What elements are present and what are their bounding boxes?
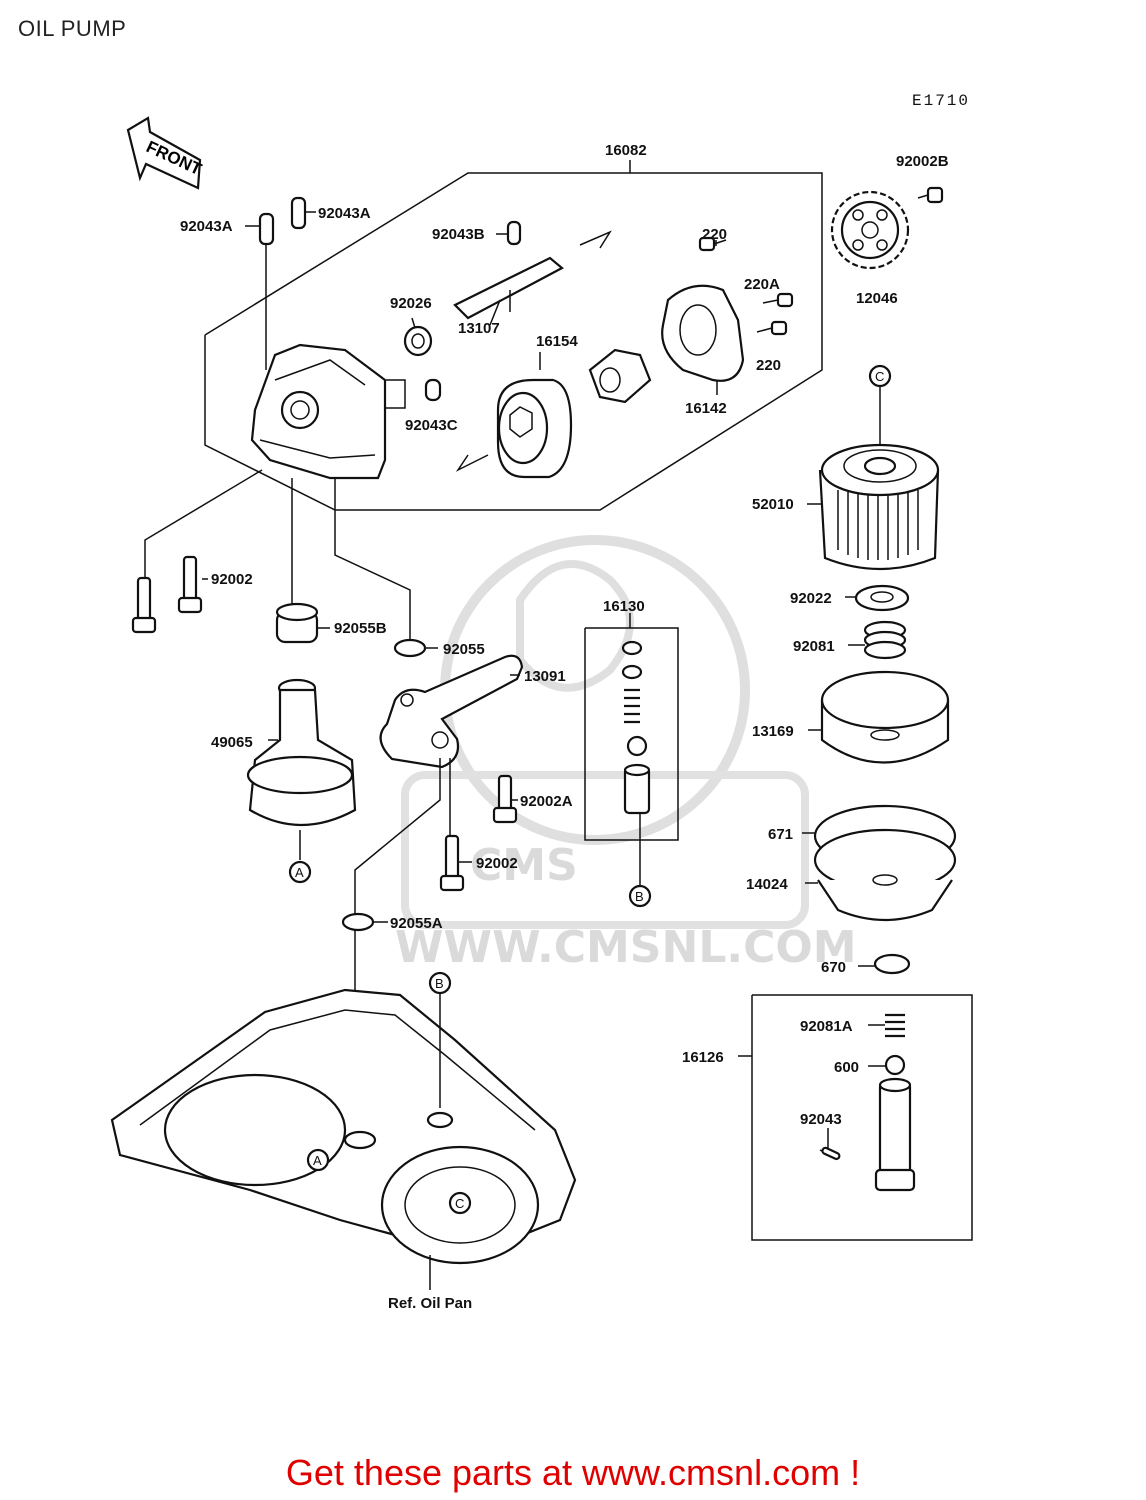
oil-pan xyxy=(110,988,577,1290)
label-92043C: 92043C xyxy=(405,417,458,434)
label-52010: 52010 xyxy=(752,496,794,513)
label-16154: 16154 xyxy=(536,333,578,350)
label-92055A: 92055A xyxy=(390,915,443,932)
bolt-92002A xyxy=(492,774,518,824)
label-13091: 13091 xyxy=(524,668,566,685)
arrow-up-right xyxy=(579,230,612,249)
bolt-92002-right xyxy=(177,555,203,614)
bolt-220-top xyxy=(698,236,727,252)
bracket-92043C xyxy=(386,379,406,409)
relief-valve-16130 xyxy=(584,613,679,885)
rotor-16154 xyxy=(496,348,652,479)
label-13107: 13107 xyxy=(458,320,500,337)
ref-circle-B-pan xyxy=(428,971,452,995)
cover-14024 xyxy=(813,828,957,922)
label-16130: 16130 xyxy=(603,598,645,615)
ref-circle-A-strainer xyxy=(288,860,312,884)
oring-670 xyxy=(873,953,911,975)
sprocket-12046 xyxy=(830,190,910,270)
washer-92026 xyxy=(403,325,433,357)
strainer-49065 xyxy=(246,678,357,860)
label-600: 600 xyxy=(834,1059,859,1076)
diagram-code: E1710 xyxy=(912,92,971,110)
label-92002B: 92002B xyxy=(896,153,949,170)
page-title: OIL PUMP xyxy=(18,16,127,41)
parts-diagram: CMS WWW.CMSNL.COM FRONT xyxy=(110,116,973,1312)
bolt-220-bottom xyxy=(756,320,788,336)
label-92002-top: 92002 xyxy=(211,571,253,588)
label-ref-oil-pan: Ref. Oil Pan xyxy=(388,1295,472,1312)
oring-92055A xyxy=(341,912,375,932)
label-16142: 16142 xyxy=(685,400,727,417)
label-92022: 92022 xyxy=(790,590,832,607)
pump-assembly-outline xyxy=(204,160,823,511)
label-92081A: 92081A xyxy=(800,1018,853,1035)
leader-92055 xyxy=(334,478,411,640)
bypass-valve-16126 xyxy=(751,994,973,1241)
bolt-92002B xyxy=(917,186,944,204)
label-92002A: 92002A xyxy=(520,793,573,810)
label-92055: 92055 xyxy=(443,641,485,658)
pump-body xyxy=(250,343,387,480)
cover-13169 xyxy=(820,670,950,764)
watermark-url: WWW.CMSNL.COM xyxy=(395,922,857,973)
bolt-220A xyxy=(762,292,794,308)
pin-92043C xyxy=(424,378,442,402)
label-220-top: 220 xyxy=(702,226,727,243)
ref-circle-A-pan xyxy=(306,1148,330,1172)
label-92043B: 92043B xyxy=(432,226,485,243)
ref-circle-B-valve xyxy=(628,884,652,908)
oil-filter-52010 xyxy=(818,364,940,571)
dowel-92043A-left xyxy=(258,212,275,370)
label-B-valve: B xyxy=(635,889,644,904)
shaft-13107 xyxy=(453,256,564,320)
label-92055B: 92055B xyxy=(334,620,387,637)
washer-92022 xyxy=(854,584,910,612)
promo-link-text[interactable]: Get these parts at www.cmsnl.com ! xyxy=(285,1452,861,1493)
arrow-down-left xyxy=(455,454,489,472)
label-49065: 49065 xyxy=(211,734,253,751)
label-92043: 92043 xyxy=(800,1111,842,1128)
label-13169: 13169 xyxy=(752,723,794,740)
pipe-13091 xyxy=(379,654,524,769)
label-A-pan: A xyxy=(313,1153,322,1168)
label-16082: 16082 xyxy=(605,142,647,159)
leader-bolt-left xyxy=(144,469,263,580)
label-92043A-left: 92043A xyxy=(180,218,233,235)
label-220-bottom: 220 xyxy=(756,357,781,374)
spring-92081 xyxy=(863,620,907,660)
cover-16142 xyxy=(661,284,745,382)
pin-92043B xyxy=(506,220,522,246)
label-C-pan: C xyxy=(455,1196,464,1211)
label-671: 671 xyxy=(768,826,793,843)
label-92002-mid: 92002 xyxy=(476,855,518,872)
label-16126: 16126 xyxy=(682,1049,724,1066)
label-leaders xyxy=(202,211,886,1148)
label-220A: 220A xyxy=(744,276,780,293)
bolt-92002-mid xyxy=(439,834,465,892)
front-arrow: FRONT xyxy=(126,116,205,190)
cap-92055B xyxy=(275,602,319,644)
watermark: CMS WWW.CMSNL.COM xyxy=(395,535,857,973)
label-A-strainer: A xyxy=(295,865,304,880)
label-14024: 14024 xyxy=(746,876,788,893)
watermark-brand: CMS xyxy=(470,840,578,891)
label-670: 670 xyxy=(821,959,846,976)
label-92043A-right: 92043A xyxy=(318,205,371,222)
ref-circle-C-pan xyxy=(448,1191,472,1215)
oring-92055 xyxy=(393,638,427,658)
dowel-92043A-right xyxy=(290,196,307,230)
label-C-filter: C xyxy=(875,369,884,384)
label-92081: 92081 xyxy=(793,638,835,655)
label-92026: 92026 xyxy=(390,295,432,312)
label-B-pan: B xyxy=(435,976,444,991)
label-12046: 12046 xyxy=(856,290,898,307)
bolt-92002-left xyxy=(131,576,157,634)
